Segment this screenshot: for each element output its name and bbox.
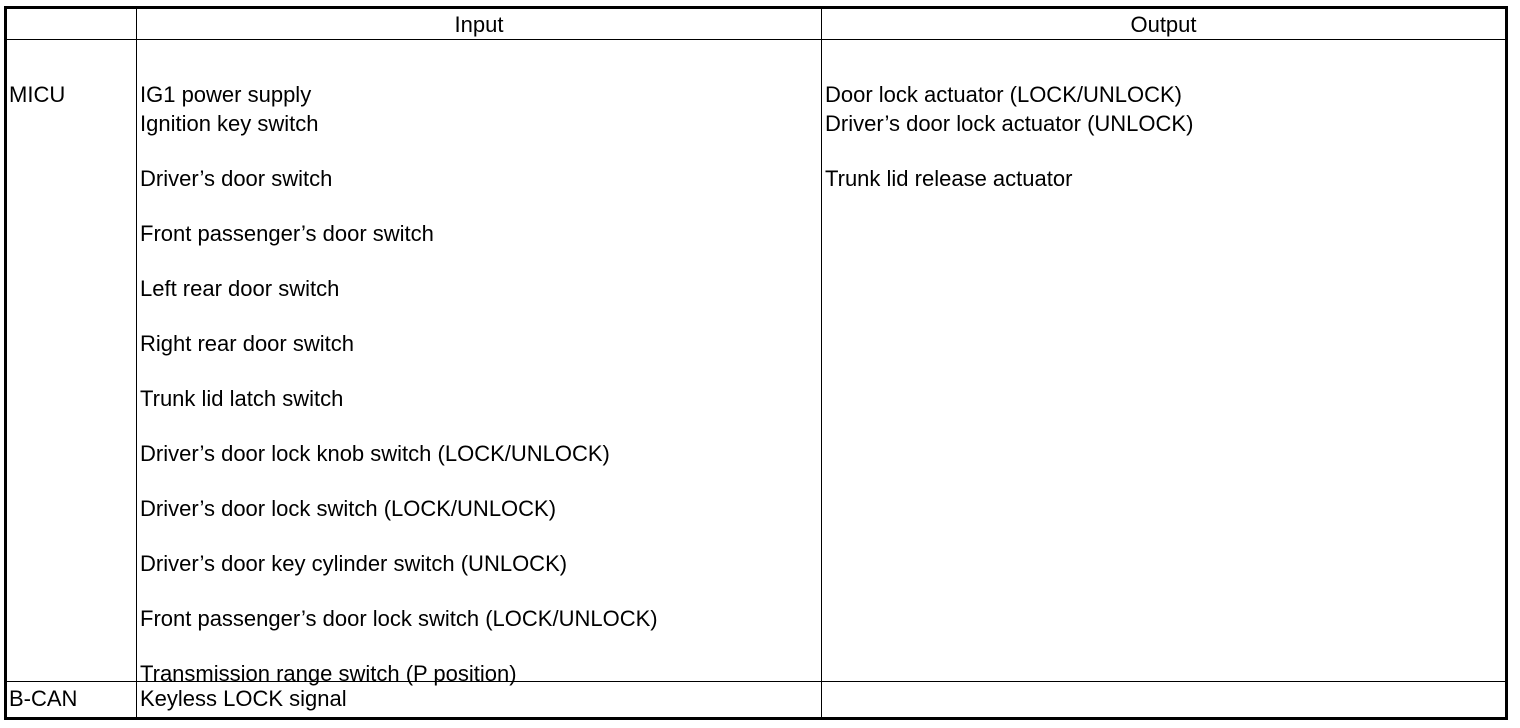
output-item: Door lock actuator (LOCK/UNLOCK) [825, 82, 1182, 107]
input-item: Trunk lid latch switch [140, 386, 344, 411]
output-item: Driver’s door lock actuator (UNLOCK) [825, 111, 1194, 136]
input-item: Driver’s door switch [140, 166, 333, 191]
io-table: Input Output MICU IG1 power supply Ignit… [4, 6, 1508, 720]
micu-outputs: Door lock actuator (LOCK/UNLOCK) Driver’… [822, 40, 1505, 682]
input-item: Front passenger’s door switch [140, 221, 434, 246]
input-item: Left rear door switch [140, 276, 340, 301]
bcan-outputs-empty [822, 682, 1505, 717]
header-blank-cell [7, 9, 137, 40]
input-item: Driver’s door lock switch (LOCK/UNLOCK) [140, 496, 557, 521]
input-item: Transmission range switch (P position) [140, 661, 517, 686]
input-item: IG1 power supply [140, 82, 312, 107]
input-item: Right rear door switch [140, 331, 354, 356]
input-item: Driver’s door key cylinder switch (UNLOC… [140, 551, 568, 576]
row-label-bcan: B-CAN [7, 682, 137, 717]
input-item: Driver’s door lock knob switch (LOCK/UNL… [140, 441, 610, 466]
header-input: Input [137, 9, 822, 40]
input-item: Ignition key switch [140, 111, 319, 136]
output-item: Trunk lid release actuator [825, 166, 1073, 191]
row-label-micu: MICU [7, 40, 137, 682]
input-item: Keyless LOCK signal [137, 682, 822, 717]
header-output: Output [822, 9, 1505, 40]
micu-inputs: IG1 power supply Ignition key switch Dri… [137, 40, 822, 686]
input-item: Front passenger’s door lock switch (LOCK… [140, 606, 658, 631]
